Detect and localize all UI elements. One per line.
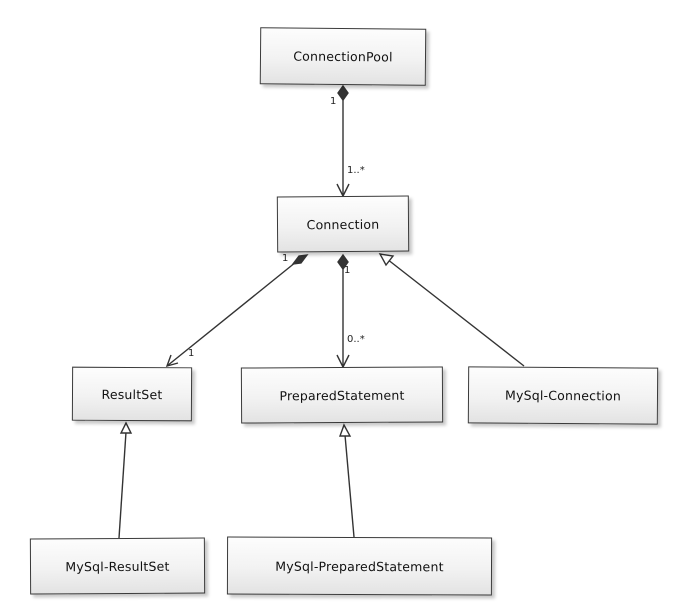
inheritance-triangle-ps: [339, 423, 352, 437]
class-prepared-statement[interactable]: PreparedStatement: [240, 366, 444, 424]
class-name: MySql-Connection: [504, 387, 622, 404]
connection-ps-composition: [336, 253, 350, 369]
multiplicity-result-set: 1: [188, 348, 195, 359]
class-name: MySql-ResultSet: [65, 558, 170, 574]
class-name: PreparedStatement: [279, 387, 405, 403]
mysqlconnection-generalization: [378, 253, 525, 367]
connection-resultset-composition: [165, 254, 309, 368]
multiplicity-connection: 1..*: [347, 165, 365, 176]
composition-diamond-pool: [337, 84, 349, 102]
class-mysql-result-set[interactable]: MySql-ResultSet: [29, 537, 206, 595]
multiplicity-connection-rs: 1: [282, 253, 289, 264]
class-mysql-prepared-statement[interactable]: MySql-PreparedStatement: [226, 536, 493, 596]
mysqlps-generalization: [339, 423, 355, 538]
mysqlresultset-generalization: [118, 421, 133, 539]
class-name: MySql-PreparedStatement: [275, 558, 444, 574]
multiplicity-prepared-statement: 0..*: [347, 334, 365, 345]
class-name: ConnectionPool: [293, 48, 393, 65]
arrowhead-resultset: [165, 354, 179, 368]
class-connection[interactable]: Connection: [276, 195, 410, 253]
class-name: Connection: [306, 216, 380, 232]
multiplicity-pool: 1: [330, 96, 337, 107]
multiplicity-connection-ps: 1: [344, 265, 351, 276]
class-result-set[interactable]: ResultSet: [71, 366, 193, 422]
class-connection-pool[interactable]: ConnectionPool: [259, 27, 427, 86]
inheritance-triangle-conn: [378, 253, 395, 267]
class-name: ResultSet: [101, 386, 163, 402]
inheritance-triangle-rs: [119, 421, 133, 434]
pool-connection-composition: [336, 84, 350, 198]
class-mysql-connection[interactable]: MySql-Connection: [467, 366, 659, 425]
